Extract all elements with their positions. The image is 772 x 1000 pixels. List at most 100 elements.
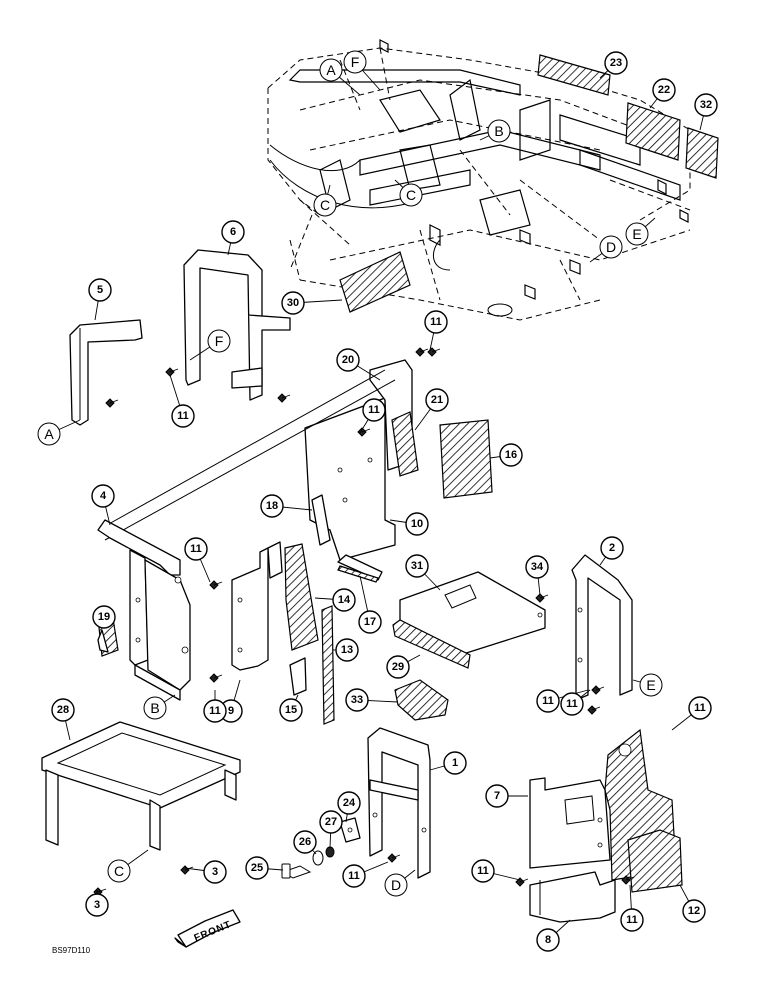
seal-30 [392, 619, 471, 669]
callout-11: 11 [536, 689, 560, 713]
callout-23: 23 [604, 51, 628, 75]
callout-circle [620, 908, 644, 932]
callout-11: 11 [688, 696, 712, 720]
callout-circle [405, 554, 429, 578]
seal-15 [284, 543, 319, 651]
callout-circle [85, 893, 109, 917]
callout-number: 14 [338, 594, 351, 606]
ref-letter: D [391, 877, 401, 893]
callout-circle [293, 830, 317, 854]
bracket-1 [367, 727, 431, 879]
callout-circle [560, 692, 584, 716]
ref-letter: E [632, 226, 641, 242]
callout-circle [485, 784, 509, 808]
callout-circle [336, 348, 360, 372]
callout-number: 21 [431, 394, 443, 406]
ref-mark-A: A [319, 58, 343, 82]
bolt-shank [97, 888, 107, 893]
drawing-id: BS97D110 [52, 946, 91, 955]
seal-22 [391, 411, 419, 477]
seal-13 [627, 829, 683, 893]
callout-number: 6 [230, 226, 236, 238]
callout-number: 11 [477, 865, 489, 877]
callout-circle [386, 655, 410, 679]
ref-letter: F [351, 54, 360, 70]
callout-number: 11 [368, 404, 380, 416]
callout-1: 1 [443, 751, 467, 775]
callout-28: 28 [51, 698, 75, 722]
callout-11: 11 [424, 310, 448, 334]
callout-number: 30 [287, 297, 299, 309]
callout-number: 7 [494, 790, 500, 802]
callout-26: 26 [293, 830, 317, 854]
ref-circle [625, 222, 649, 246]
callout-3: 3 [85, 893, 109, 917]
callout-number: 33 [351, 694, 363, 706]
callout-number: 31 [411, 560, 423, 572]
callout-circle [425, 388, 449, 412]
callout-5: 5 [88, 278, 112, 302]
bolt-26 [281, 863, 312, 879]
callout-number: 11 [209, 705, 221, 717]
bolt-shank [213, 581, 223, 586]
callout-number: 4 [100, 490, 107, 502]
ref-letter: C [114, 863, 124, 879]
bolt-shank [539, 594, 549, 599]
ref-mark-C: C [313, 193, 337, 217]
seal-31 [339, 251, 411, 313]
callout-circle [332, 588, 356, 612]
callout-31: 31 [405, 554, 429, 578]
callout-circle [92, 605, 116, 629]
callout-14: 14 [332, 588, 356, 612]
ref-letter: F [215, 333, 224, 349]
callout-16: 16 [499, 443, 523, 467]
callout-number: 12 [688, 905, 700, 917]
callout-circle [281, 291, 305, 315]
bracket-19 [311, 494, 331, 546]
callout-9: 9 [219, 699, 243, 723]
seal-23 [625, 102, 681, 161]
callout-circle [471, 859, 495, 883]
ref-circle [37, 422, 61, 446]
callout-number: 23 [610, 57, 622, 69]
callout-circle [335, 638, 359, 662]
ref-letter: C [406, 187, 416, 203]
front-arrow: FRONT [174, 909, 241, 948]
ref-circle [384, 873, 408, 897]
bolt-shank [431, 348, 441, 353]
seal-14 [321, 605, 335, 725]
callout-circle [337, 791, 361, 815]
callout-circle [51, 698, 75, 722]
callout-3: 3 [203, 860, 227, 884]
bolt-shank [281, 394, 291, 399]
bracket-2 [571, 554, 633, 701]
callout-number: 11 [177, 410, 189, 422]
bolt-shank [625, 876, 635, 881]
callout-33: 33 [345, 688, 369, 712]
callout-circle [424, 310, 448, 334]
callout-number: 34 [531, 561, 544, 573]
callout-number: 1 [452, 757, 458, 769]
callout-number: 11 [566, 698, 578, 710]
callout-18: 18 [260, 494, 284, 518]
bolt-shank [595, 686, 605, 691]
callout-number: 5 [97, 284, 103, 296]
callout-number: 28 [57, 704, 69, 716]
callout-11: 11 [342, 864, 366, 888]
bolt-shank [361, 428, 371, 433]
callout-24: 24 [337, 791, 361, 815]
callout-circle [203, 699, 227, 723]
callout-12: 12 [682, 899, 706, 923]
callout-circle [358, 610, 382, 634]
callout-number: 16 [505, 449, 517, 461]
callout-number: 24 [343, 797, 356, 809]
ref-mark-F: F [207, 329, 231, 353]
ref-letter: E [646, 677, 655, 693]
callout-number: 3 [212, 866, 218, 878]
callout-27: 27 [319, 810, 343, 834]
callout-number: 27 [325, 816, 337, 828]
ref-mark-B: B [487, 119, 511, 143]
nut-28 [325, 846, 335, 858]
ref-letter: C [320, 197, 330, 213]
